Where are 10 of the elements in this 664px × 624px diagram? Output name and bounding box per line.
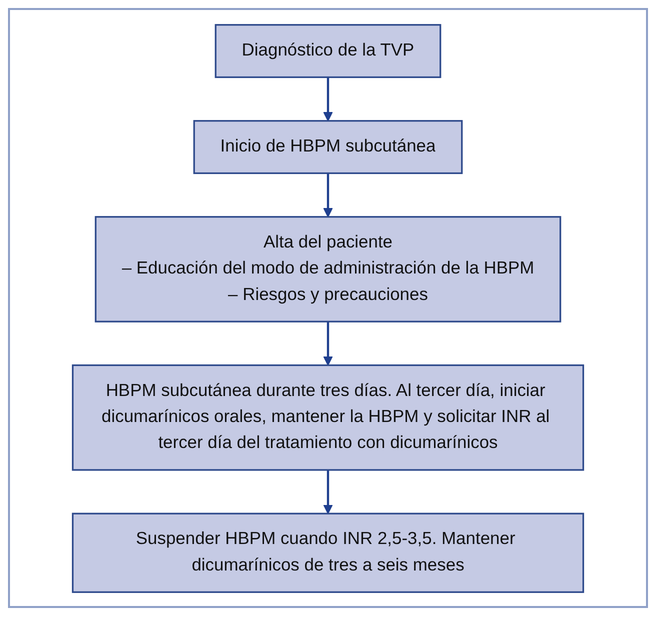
node-box (94, 216, 562, 322)
arrow (323, 321, 333, 366)
arrow (323, 469, 333, 514)
node-box (214, 24, 442, 78)
arrow (323, 76, 333, 121)
node-box (193, 120, 463, 174)
diagram-frame: Diagnóstico de la TVP Inicio de HBPM subcutánea Alta del paciente – Educación del modo de administración de la HBPM – Riesgos y precauciones HBPM subcutánea durante tres días. Al tercer día, iniciar dicumarínicos orales, mantener la HBPM y solicitar INR al tercer día del tratamiento con dicumarínicos Suspender HBPM cuando INR 2,5-3,5. Mantener dicumarínicos de tres a seis meses (8, 8, 648, 608)
arrow (323, 172, 333, 217)
node-box (72, 512, 584, 592)
node-box (72, 364, 584, 470)
